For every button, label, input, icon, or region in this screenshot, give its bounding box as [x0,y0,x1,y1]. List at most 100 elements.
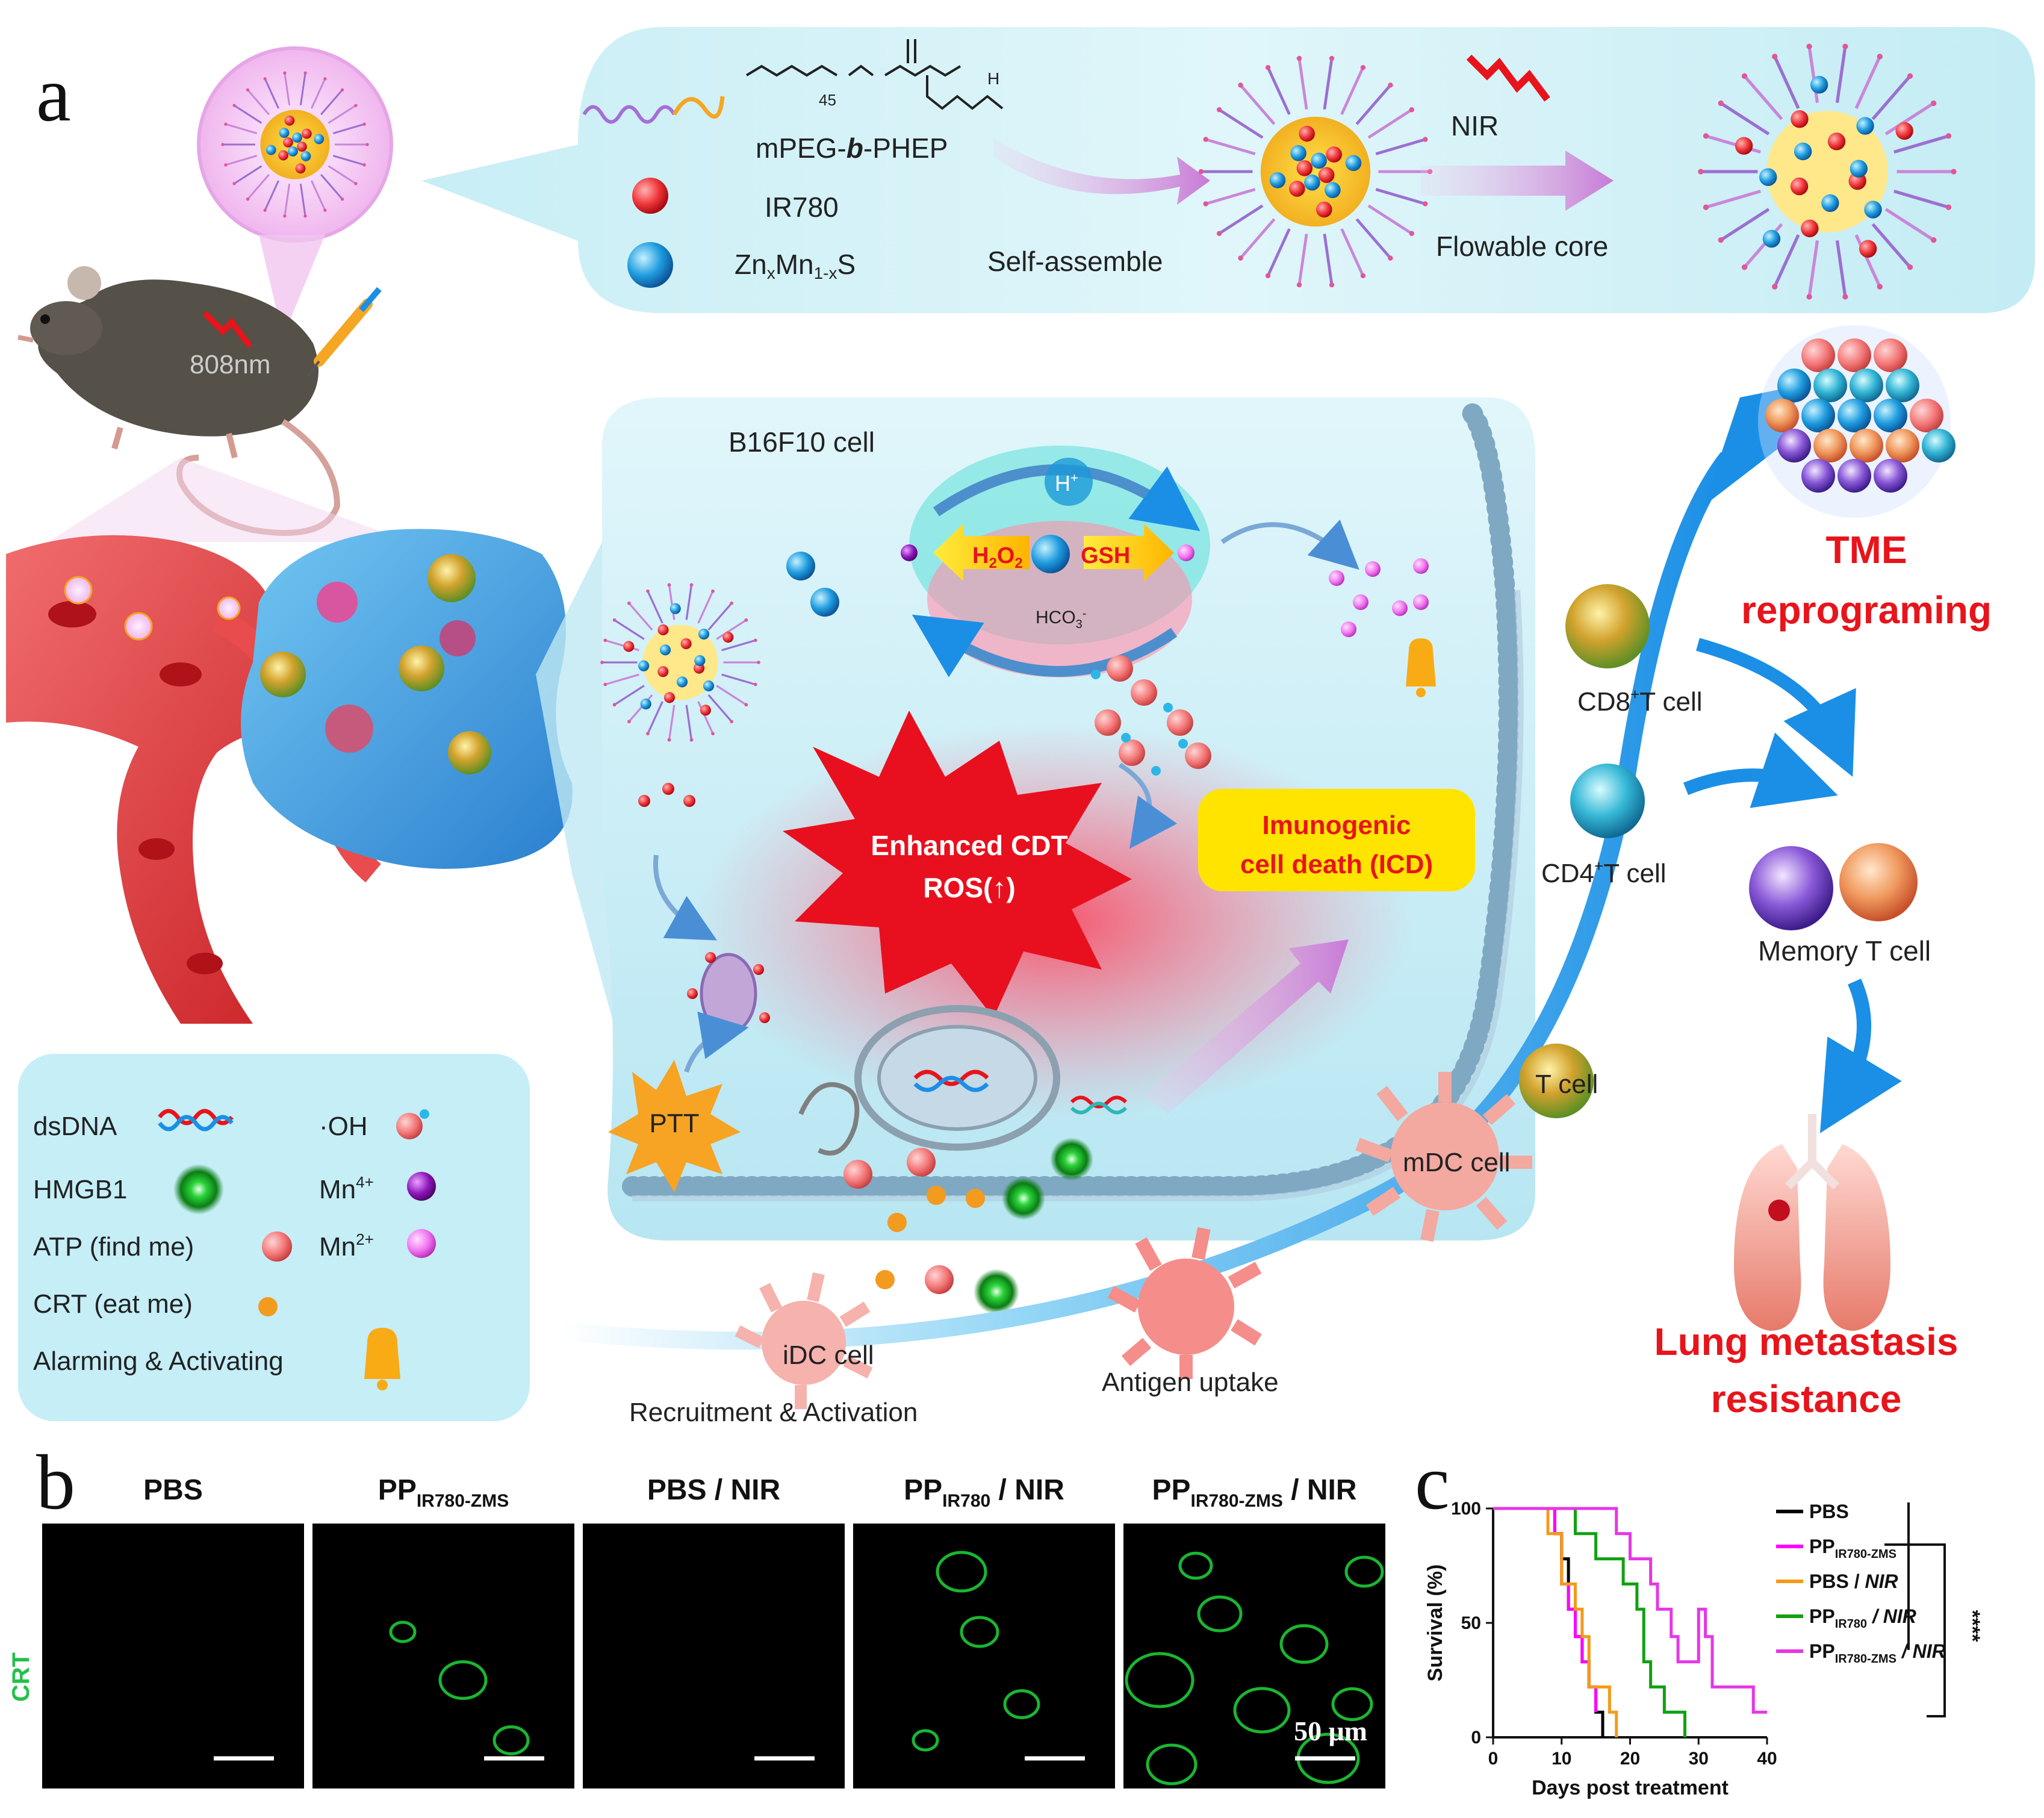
crt-cell [912,1729,939,1752]
legend-mn4: Mn4+ [319,1173,374,1204]
ptt-label: PTT [649,1109,699,1138]
y-tick-label: 0 [1471,1728,1481,1748]
cycle-arrow-bottom [912,614,1178,677]
crt-col-title-2: PPIR780-ZMS [378,1474,509,1511]
mouse-ear-icon [67,266,101,300]
x-tick-label: 40 [1757,1749,1777,1769]
oh-icon [396,1113,423,1139]
series-line-5 [1493,1507,1767,1714]
cd8-cell-icon [1565,584,1650,668]
ptt-burst [608,1060,741,1192]
mn4-icon [407,1172,436,1201]
tumor-illustration [6,529,573,1024]
y-tick-label: 100 [1451,1499,1481,1519]
icd-arrow [1144,939,1349,1114]
crt-released [887,1213,907,1232]
series-line-4 [1493,1507,1686,1737]
crt-image-1 [42,1524,304,1788]
mouse-illustration: 808nm [17,266,409,542]
nucleus-icon [854,1005,1060,1151]
panel-a: a 45 H mPEG-b-PHEP IR780 ZnxMn1-xS Self-… [6,27,2035,1427]
mn2-cluster [1329,558,1429,637]
cd4-cell-icon [1570,764,1645,838]
icd-line2: cell death (ICD) [1240,850,1433,879]
x-tick-label: 20 [1620,1749,1640,1769]
crt-image-5 [1123,1524,1385,1788]
cd4-to-memory-arrow [1683,732,1838,808]
gsh-label: GSH [1081,543,1130,568]
cdt-line2: ROS(↑) [923,872,1015,903]
cdt-line1: Enhanced CDT [871,830,1067,861]
lung-line2: resistance [1711,1377,1902,1421]
h-plus-icon [1045,458,1093,506]
zms-label: ZnxMn1-xS [735,249,856,282]
formula-subscript: 45 [819,91,836,109]
bell-icon [364,1328,400,1379]
legend-label-3: PBS / NIR [1809,1571,1898,1592]
lung-line1: Lung metastasis [1654,1320,1958,1363]
crt-image-3 [583,1524,845,1788]
mitochondria-icon [700,953,757,1035]
tme-line1: TME [1825,528,1907,571]
crt-col-title-1: PBS [143,1474,203,1506]
crt-cell [492,1725,530,1755]
synthesis-panel: 45 H mPEG-b-PHEP IR780 ZnxMn1-xS Self-as… [197,27,2035,337]
legend-box: dsDNA ·OH HMGB1 Mn4+ ATP (find me) Mn2+ … [18,1054,530,1421]
cell-label: B16F10 cell [728,426,875,458]
crt-cell [1003,1689,1040,1719]
panel-c-letter: c [1415,1439,1450,1526]
legend-label-5: PPIR780-ZMS / NIR [1809,1640,1946,1666]
mn2-release-arrow [1220,519,1359,570]
polymer-label: mPEG-b-PHEP [756,132,948,164]
cd4-label: CD4+T cell [1541,857,1667,888]
crt-cell [1344,1555,1384,1588]
crt-row-label: CRT [8,1652,34,1702]
tme-cluster-icon [1758,325,1955,518]
crt-cell [438,1660,488,1700]
cd8-label: CD8+T cell [1577,685,1703,717]
crt-cell [1233,1687,1291,1734]
panel-b-letter: b [36,1439,75,1526]
tumor-mass [241,529,573,869]
laser-label: 808nm [190,350,271,379]
legend-oh: ·OH [319,1112,368,1141]
icd-box [1198,789,1475,891]
micelle-icon-small [221,71,369,218]
alarm-bell-icon [1406,638,1436,686]
micelle-opened-icon [1698,43,1957,300]
cd8-to-memory-arrow [1696,638,1856,777]
antigen-label: Antigen uptake [1102,1368,1279,1397]
x-axis-label: Days post treatment [1532,1776,1729,1799]
y-axis-label: Survival (%) [1424,1564,1447,1682]
legend-alarming: Alarming & Activating [33,1346,284,1376]
legend-crt: CRT (eat me) [33,1289,193,1319]
y-tick-label: 50 [1461,1613,1481,1633]
crt-cell [1197,1595,1243,1633]
t-cell-icon [1519,1044,1594,1118]
self-assemble-label: Self-assemble [987,246,1163,277]
legend-hmgb1: HMGB1 [33,1175,127,1204]
ir780-legend-icon [632,178,668,214]
ir780-label: IR780 [765,191,839,223]
mdc-cell-icon [1355,1072,1532,1242]
h2o2-label: H2O2 [972,543,1023,571]
b16f10-cell: B16F10 cell H+ H2O2 GSH HCO3- [600,397,1535,1241]
series-line-3 [1493,1507,1618,1737]
t-cell-label: T cell [1535,1069,1598,1099]
panel-a-letter: a [36,51,71,138]
legend-mn2: Mn2+ [319,1230,374,1262]
oh-cluster [1091,655,1211,776]
nir-label: NIR [1451,110,1499,142]
recruitment-label: Recruitment & Activation [629,1398,918,1427]
x-tick-label: 30 [1689,1749,1709,1769]
legend-atp: ATP (find me) [33,1232,194,1262]
mn2-particle [1178,544,1194,561]
uptake-arrow [653,855,717,941]
legend-dsdna: dsDNA [33,1112,117,1141]
memory-to-lung-arrow [1819,979,1902,1133]
crt-cell [389,1620,417,1643]
